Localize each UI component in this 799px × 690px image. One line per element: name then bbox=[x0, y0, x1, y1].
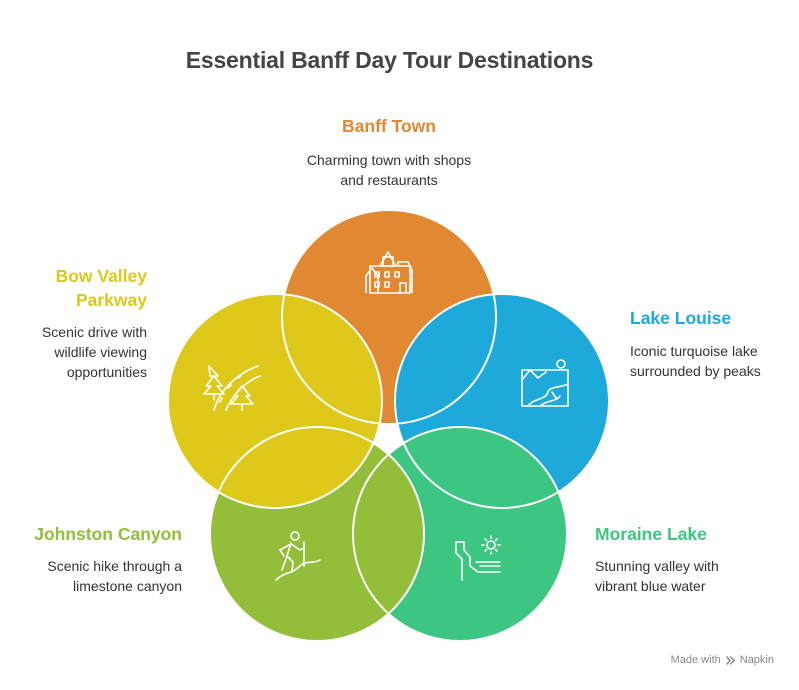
valley-sun-icon bbox=[455, 535, 501, 581]
circle-bow-valley-parkway bbox=[168, 294, 382, 508]
desc-banff-town: Charming town with shops and restaurants bbox=[306, 152, 472, 188]
desc-moraine-lake: Stunning valley with vibrant blue water bbox=[595, 558, 719, 594]
napkin-logo-icon bbox=[726, 655, 735, 665]
page-title: Essential Banff Day Tour Destinations bbox=[185, 47, 594, 73]
desc-johnston-canyon: Scenic hike through a limestone canyon bbox=[47, 558, 182, 594]
desc-bow-valley-parkway: Scenic drive with wildlife viewing oppor… bbox=[41, 324, 147, 380]
desc-lake-louise: Iconic turquoise lake surrounded by peak… bbox=[630, 343, 761, 379]
label-bow-valley-parkway: Bow Valley Parkway bbox=[55, 266, 147, 310]
lake-mountain-icon bbox=[521, 359, 569, 407]
label-johnston-canyon: Johnston Canyon bbox=[34, 524, 182, 544]
made-with-napkin-badge: Made with Napkin bbox=[670, 654, 774, 666]
hiker-icon bbox=[275, 531, 321, 581]
road-trees-icon bbox=[203, 365, 261, 411]
town-icon bbox=[365, 251, 413, 294]
label-lake-louise: Lake Louise bbox=[630, 308, 732, 328]
label-moraine-lake: Moraine Lake bbox=[595, 524, 707, 544]
label-banff-town: Banff Town bbox=[342, 116, 436, 136]
